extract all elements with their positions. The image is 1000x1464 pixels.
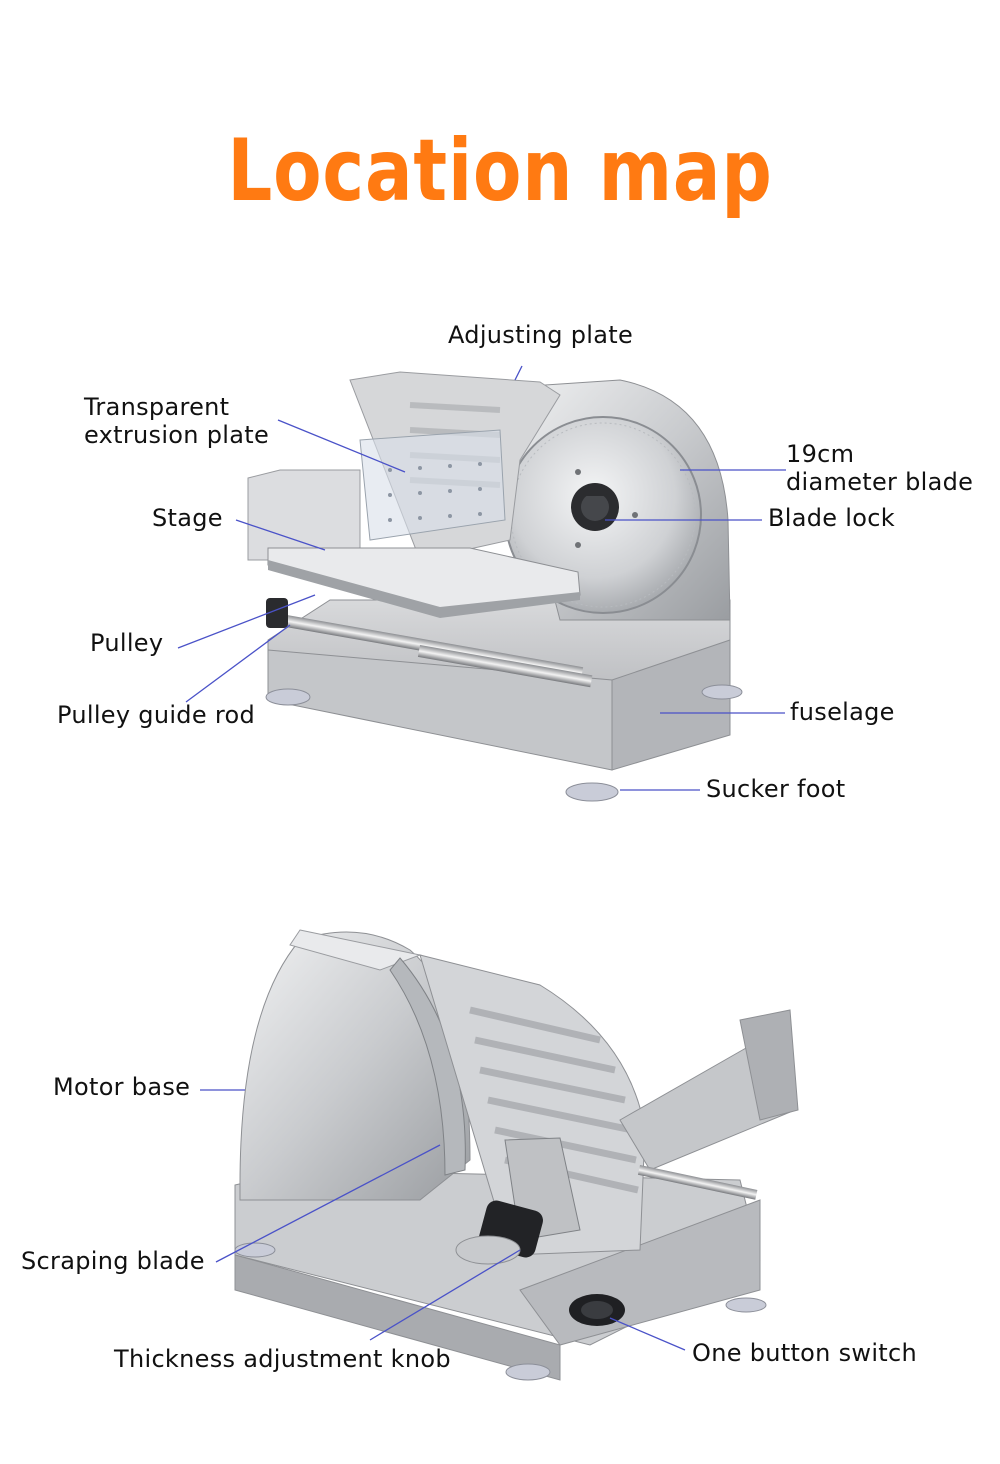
transparent-extrusion-plate-shape <box>359 429 506 541</box>
label-blade: 19cm diameter blade <box>786 440 974 496</box>
label-thickness-adjustment-knob: Thickness adjustment knob <box>114 1345 451 1373</box>
label-blade-lock: Blade lock <box>768 504 895 532</box>
label-transparent-extrusion-plate: Transparent extrusion plate <box>84 393 270 449</box>
stage-shape <box>247 469 581 618</box>
label-one-button-switch: One button switch <box>692 1339 918 1367</box>
pulley-shape <box>266 598 288 628</box>
blade-lock-knob <box>571 483 619 531</box>
label-fuselage: fuselage <box>790 698 895 726</box>
label-adjusting-plate: Adjusting plate <box>448 321 634 349</box>
label-scraping-blade: Scraping blade <box>21 1247 205 1275</box>
label-motor-base: Motor base <box>53 1073 191 1101</box>
label-transparent-line1: Transparent <box>84 393 230 421</box>
sucker-feet <box>265 684 743 802</box>
label-blade-line1: 19cm <box>786 440 855 468</box>
slicer-rear-illustration <box>234 929 799 1381</box>
label-stage: Stage <box>152 504 223 532</box>
label-sucker-foot: Sucker foot <box>706 775 846 803</box>
label-pulley-guide-rod: Pulley guide rod <box>57 701 255 729</box>
label-blade-line2: diameter blade <box>786 467 974 496</box>
label-pulley: Pulley <box>90 629 164 657</box>
thickness-knob-shape <box>455 1200 543 1265</box>
page-title: Location map <box>227 121 773 221</box>
label-transparent-line2: extrusion plate <box>84 420 270 449</box>
